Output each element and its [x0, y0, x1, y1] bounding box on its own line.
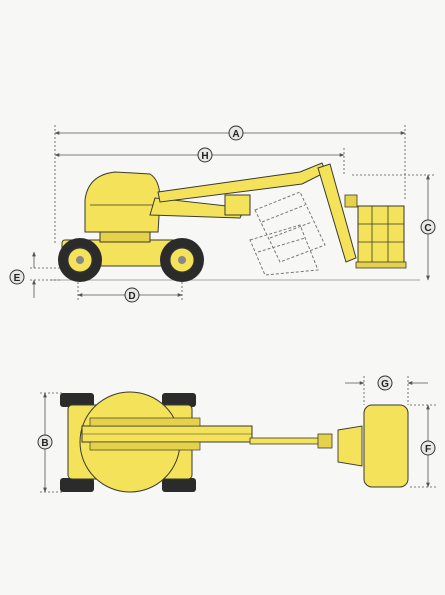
- label-g: G: [377, 375, 393, 391]
- svg-text:G: G: [381, 379, 389, 390]
- rear-wheel: [160, 238, 204, 282]
- counterweight-housing: [84, 171, 161, 233]
- svg-text:C: C: [424, 223, 431, 234]
- svg-text:H: H: [201, 151, 208, 162]
- riser: [224, 194, 251, 216]
- label-a: A: [228, 125, 244, 141]
- svg-text:E: E: [14, 273, 21, 284]
- svg-text:F: F: [425, 444, 431, 455]
- top-platform: [363, 404, 409, 488]
- top-view: [40, 376, 436, 493]
- label-e: E: [9, 269, 25, 285]
- svg-text:B: B: [41, 438, 48, 449]
- tire-front-left: [60, 393, 94, 407]
- tire-rear-right: [162, 478, 196, 492]
- stowed-platform-ghost: [249, 191, 326, 276]
- label-d: D: [124, 287, 140, 303]
- jib: [317, 163, 357, 263]
- dimension-e: [30, 251, 62, 298]
- svg-text:A: A: [232, 129, 239, 140]
- label-c: C: [420, 219, 436, 235]
- label-f: F: [420, 440, 436, 456]
- side-view: [30, 125, 436, 300]
- front-wheel: [58, 238, 102, 282]
- label-h: H: [197, 147, 213, 163]
- tire-front-right: [60, 478, 94, 492]
- svg-text:D: D: [128, 291, 135, 302]
- tire-rear-left: [162, 393, 196, 407]
- platform-basket: [355, 205, 407, 269]
- label-b: B: [37, 434, 53, 450]
- dimension-g: [345, 376, 428, 405]
